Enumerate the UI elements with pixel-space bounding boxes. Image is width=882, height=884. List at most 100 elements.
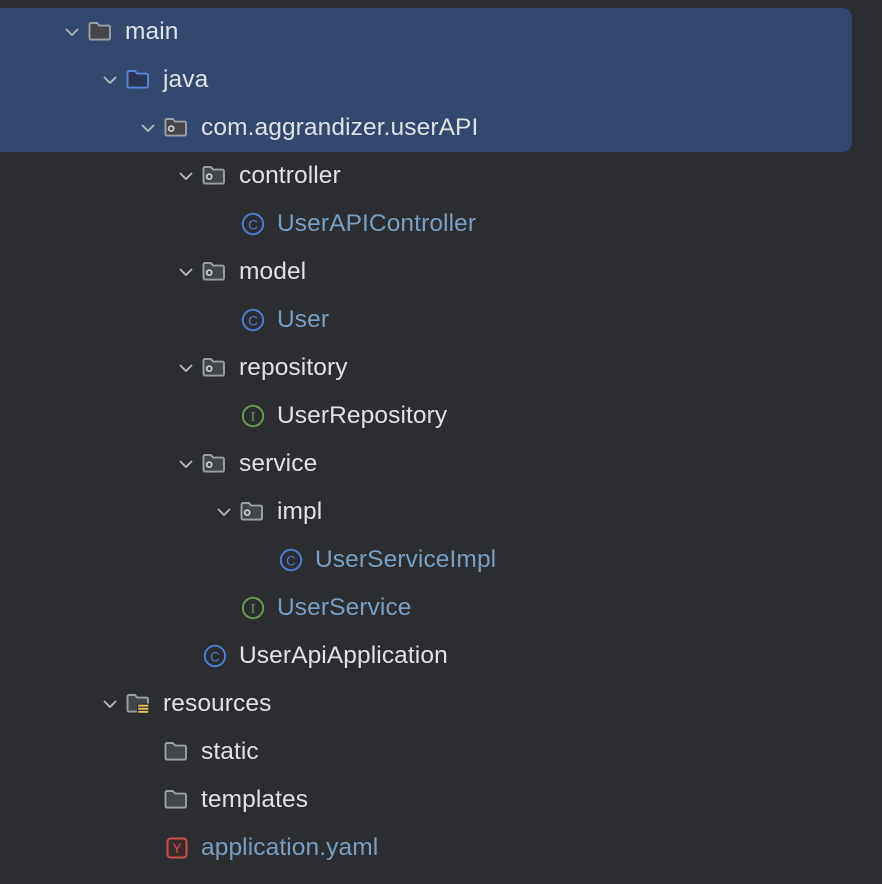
row-content: impl — [210, 497, 322, 527]
chevron-placeholder — [210, 306, 238, 334]
row-selection-background — [0, 584, 852, 632]
java-interface-icon: I — [238, 593, 268, 623]
chevron-placeholder — [210, 594, 238, 622]
row-selection-background — [0, 824, 852, 872]
folder-icon — [162, 785, 192, 815]
package-folder-icon — [200, 353, 230, 383]
svg-text:C: C — [286, 553, 296, 568]
row-content: resources — [96, 689, 271, 719]
row-selection-background — [0, 488, 852, 536]
chevron-placeholder — [210, 402, 238, 430]
row-content: C User — [210, 305, 329, 335]
svg-text:I: I — [251, 409, 256, 424]
tree-row-label: UserRepository — [277, 402, 448, 429]
row-content: controller — [172, 161, 341, 191]
tree-row-label: resources — [163, 690, 272, 717]
row-content: repository — [172, 353, 348, 383]
tree-row-templates[interactable]: templates — [0, 776, 882, 824]
source-folder-icon — [124, 65, 154, 95]
svg-text:I: I — [251, 601, 256, 616]
resources-folder-icon — [124, 689, 154, 719]
folder-icon — [86, 17, 116, 47]
chevron-down-icon[interactable] — [96, 66, 124, 94]
tree-row-label: templates — [201, 786, 309, 813]
tree-row-user[interactable]: C User — [0, 296, 882, 344]
tree-row-label: controller — [239, 162, 341, 189]
tree-row-static[interactable]: static — [0, 728, 882, 776]
tree-row-label: com.aggrandizer.userAPI — [201, 114, 479, 141]
row-content: main — [58, 17, 179, 47]
tree-row-controller[interactable]: controller — [0, 152, 882, 200]
chevron-placeholder — [134, 738, 162, 766]
chevron-down-icon[interactable] — [172, 450, 200, 478]
row-content: static — [134, 737, 259, 767]
row-content: I UserRepository — [210, 401, 447, 431]
row-content: service — [172, 449, 317, 479]
row-selection-background — [0, 152, 852, 200]
chevron-down-icon[interactable] — [172, 162, 200, 190]
package-folder-icon — [200, 449, 230, 479]
tree-row-label: UserApiApplication — [239, 642, 448, 669]
chevron-down-icon[interactable] — [172, 354, 200, 382]
chevron-placeholder — [210, 210, 238, 238]
row-content: templates — [134, 785, 308, 815]
chevron-down-icon[interactable] — [96, 690, 124, 718]
svg-text:C: C — [248, 217, 258, 232]
chevron-down-icon[interactable] — [210, 498, 238, 526]
java-interface-icon: I — [238, 401, 268, 431]
row-selection-background — [0, 344, 852, 392]
tree-row-com-aggrandizer-userapi[interactable]: com.aggrandizer.userAPI — [0, 104, 882, 152]
tree-row-resources[interactable]: resources — [0, 680, 882, 728]
java-class-icon: C — [276, 545, 306, 575]
svg-text:C: C — [210, 649, 220, 664]
java-class-icon: C — [238, 209, 268, 239]
tree-row-userapiapplication[interactable]: C UserApiApplication — [0, 632, 882, 680]
row-content: model — [172, 257, 306, 287]
tree-row-label: UserService — [277, 594, 412, 621]
row-content: C UserServiceImpl — [248, 545, 496, 575]
package-folder-icon — [162, 113, 192, 143]
java-class-icon: C — [238, 305, 268, 335]
tree-row-model[interactable]: model — [0, 248, 882, 296]
chevron-placeholder — [172, 642, 200, 670]
chevron-down-icon[interactable] — [134, 114, 162, 142]
tree-row-userserviceimpl[interactable]: C UserServiceImpl — [0, 536, 882, 584]
tree-row-label: UserServiceImpl — [315, 546, 497, 573]
row-selection-background — [0, 728, 852, 776]
chevron-placeholder — [134, 786, 162, 814]
yaml-file-icon: Y — [162, 833, 192, 863]
row-selection-background — [0, 440, 852, 488]
tree-row-main[interactable]: main — [0, 8, 882, 56]
tree-row-userservice[interactable]: I UserService — [0, 584, 882, 632]
tree-row-label: repository — [239, 354, 348, 381]
tree-row-impl[interactable]: impl — [0, 488, 882, 536]
row-content: java — [96, 65, 208, 95]
folder-icon — [162, 737, 192, 767]
package-folder-icon — [238, 497, 268, 527]
row-content: com.aggrandizer.userAPI — [134, 113, 478, 143]
tree-row-repository[interactable]: repository — [0, 344, 882, 392]
tree-row-service[interactable]: service — [0, 440, 882, 488]
tree-row-label: User — [277, 306, 330, 333]
tree-row-label: service — [239, 450, 318, 477]
tree-row-label: main — [125, 18, 179, 45]
tree-row-userrepository[interactable]: I UserRepository — [0, 392, 882, 440]
java-class-icon: C — [200, 641, 230, 671]
svg-text:C: C — [248, 313, 258, 328]
tree-row-label: application.yaml — [201, 834, 379, 861]
row-content: I UserService — [210, 593, 412, 623]
chevron-down-icon[interactable] — [58, 18, 86, 46]
row-selection-background — [0, 776, 852, 824]
chevron-placeholder — [134, 834, 162, 862]
tree-row-label: static — [201, 738, 259, 765]
row-selection-background — [0, 248, 852, 296]
chevron-down-icon[interactable] — [172, 258, 200, 286]
tree-row-label: model — [239, 258, 307, 285]
package-folder-icon — [200, 257, 230, 287]
row-selection-background — [0, 296, 852, 344]
tree-row-java[interactable]: java — [0, 56, 882, 104]
